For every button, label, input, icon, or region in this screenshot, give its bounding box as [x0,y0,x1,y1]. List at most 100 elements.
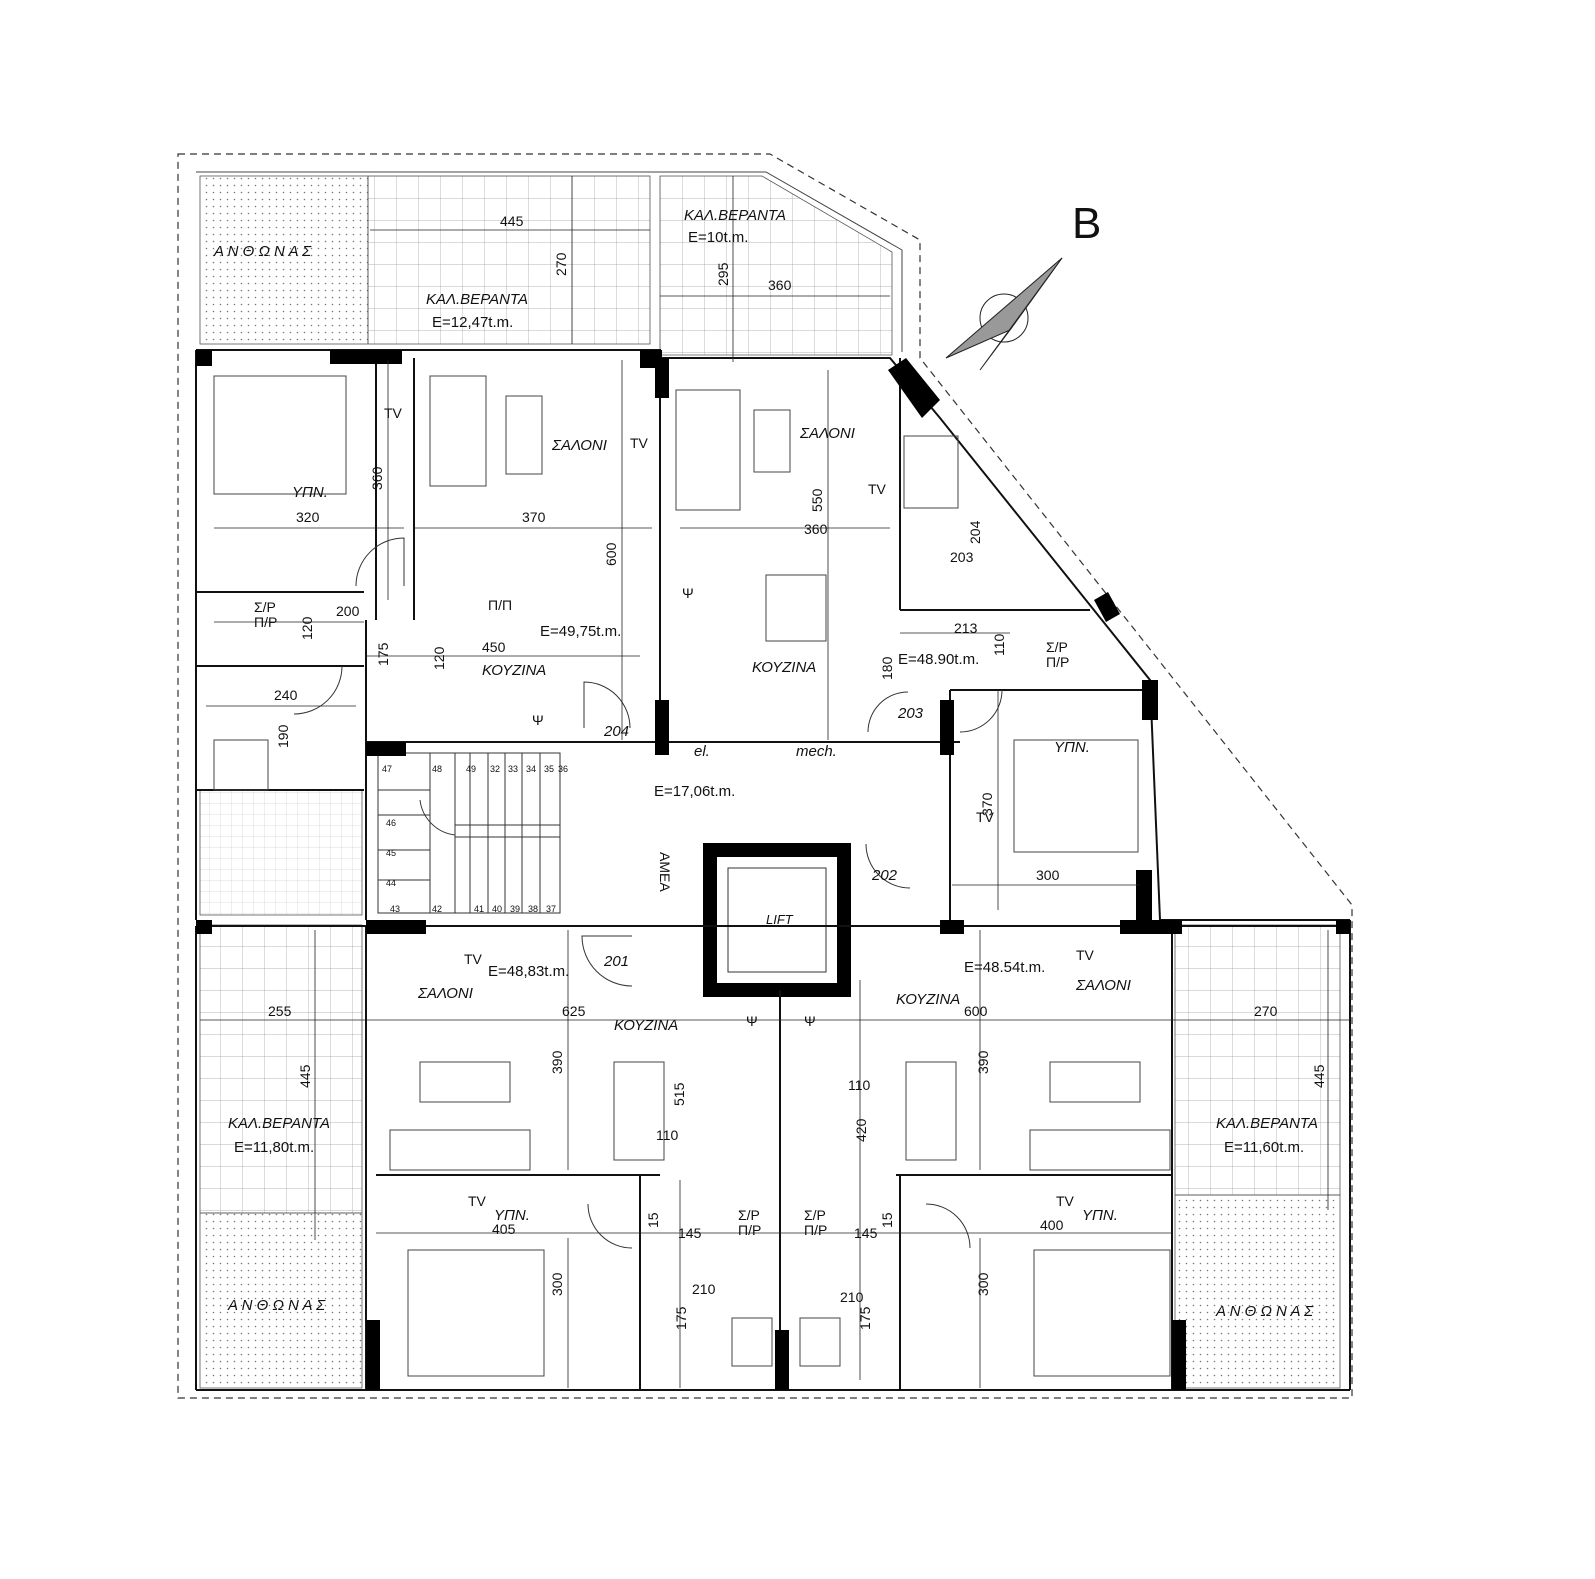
stair-33: 33 [508,764,518,774]
tl-tv: TV [384,405,403,421]
dim-bl-255: 255 [268,1003,292,1019]
slab-outline [196,171,903,352]
br-bedroom-label: ΥΠΝ. [1082,1207,1118,1224]
br-wd-label: Σ/Ρ [804,1207,826,1223]
core-amea-label: ΑΜΕΑ [657,852,673,892]
plot-boundary [177,153,1353,1399]
tr-veranda-area: E=10t.m. [688,229,748,246]
tl-pp-label: Π/Π [488,597,512,613]
stair-43: 43 [390,904,400,914]
veranda-top-left [367,175,651,345]
dim-br-270: 270 [1254,1003,1278,1019]
br-wd2-label: Π/Ρ [804,1222,827,1238]
dim-tl-120a: 120 [299,616,315,640]
dim-bl-210: 210 [692,1281,716,1297]
door-201: 201 [603,953,629,970]
tr-area: E=48.90t.m. [898,651,979,668]
columns [196,350,1350,1390]
dim-bl-300: 300 [549,1272,565,1296]
dim-tl-120b: 120 [431,646,447,670]
stair-49: 49 [466,764,476,774]
br-garden-label: Α Ν Θ Ω Ν Α Σ [1215,1303,1314,1320]
dim-tr-180: 180 [879,656,895,680]
stair-46: 46 [386,818,396,828]
dim-br-400: 400 [1040,1217,1064,1233]
stair-32: 32 [490,764,500,774]
bl-tv2: TV [468,1193,487,1209]
dim-tr-360a: 360 [768,277,792,293]
garden-bottom-right [1174,1194,1341,1389]
veranda-bottom-left [199,924,363,1214]
dim-tr-300: 300 [1036,867,1060,883]
dim-br-300: 300 [975,1272,991,1296]
furniture [213,375,1171,1377]
dim-tr-360b: 360 [804,521,828,537]
dim-tl-320: 320 [296,509,320,525]
dim-br-445: 445 [1311,1064,1327,1088]
tr-tv2: TV [976,809,995,825]
door-203: 203 [897,705,924,722]
tl-tv2: TV [630,435,649,451]
stair-48: 48 [432,764,442,774]
north-arrow-icon [945,257,1063,371]
stair-35: 35 [544,764,554,774]
tl-living-label: ΣΑΛΟΝΙ [551,437,607,454]
tl-garden-label: Α Ν Θ Ω Ν Α Σ [213,243,312,260]
core-mech-label: mech. [796,743,837,760]
tr-wd2-label: Π/Ρ [1046,654,1069,670]
dim-bl-405: 405 [492,1221,516,1237]
tl-veranda-label: ΚΑΛ.ΒΕΡΑΝΤΑ [426,291,528,308]
dim-tl-370: 370 [522,509,546,525]
staircase [377,752,561,914]
dim-bl-515: 515 [671,1082,687,1106]
tr-psi: Ψ [682,585,694,601]
core-lift-label: LIFT [766,912,794,927]
tl-bedroom-label: ΥΠΝ. [292,484,328,501]
dim-tr-204: 204 [967,520,983,544]
tr-living-label: ΣΑΛΟΝΙ [799,425,855,442]
tl-psi: Ψ [532,712,544,728]
dim-tr-213: 213 [954,620,978,636]
dim-tl-200: 200 [336,603,360,619]
dim-tl-450: 450 [482,639,506,655]
br-kitchen-label: ΚΟΥΖΙΝΑ [896,991,960,1008]
dim-bl-175: 175 [673,1306,689,1330]
bl-kitchen-label: ΚΟΥΖΙΝΑ [614,1017,678,1034]
dim-tr-110: 110 [991,633,1007,656]
stair-45: 45 [386,848,396,858]
tr-kitchen-label: ΚΟΥΖΙΝΑ [752,659,816,676]
stair-47: 47 [382,764,392,774]
stair-41: 41 [474,904,484,914]
dim-bl-625: 625 [562,1003,586,1019]
north-mark: B [1072,199,1101,248]
dim-bl-145: 145 [678,1225,702,1241]
stair-37: 37 [546,904,556,914]
br-psi: Ψ [804,1013,816,1029]
stair-38: 38 [528,904,538,914]
veranda-top-right [659,175,893,356]
stair-44: 44 [386,878,396,888]
stair-39: 39 [510,904,520,914]
terrace-mid-left [199,789,363,916]
tl-wd2-label: Π/Ρ [254,614,277,630]
bl-living-label: ΣΑΛΟΝΙ [417,985,473,1002]
dim-tr-550: 550 [809,488,825,512]
lift-shaft[interactable] [703,843,851,997]
dim-tl-240: 240 [274,687,298,703]
br-tv: TV [1076,947,1095,963]
dim-br-210: 210 [840,1289,864,1305]
door-swings [293,537,1003,1249]
tl-veranda-area: E=12,47t.m. [432,314,513,331]
tl-kitchen-label: ΚΟΥΖΙΝΑ [482,662,546,679]
dim-br-110: 110 [848,1077,871,1093]
dim-bl-110: 110 [656,1127,679,1143]
stair-34: 34 [526,764,536,774]
tl-area: E=49,75t.m. [540,623,621,640]
br-tv2: TV [1056,1193,1075,1209]
dim-tr-295: 295 [715,262,731,286]
bl-area: E=48,83t.m. [488,963,569,980]
br-area: E=48.54t.m. [964,959,1045,976]
dim-tr-370: 370 [979,792,995,816]
tr-tv: TV [868,481,887,497]
